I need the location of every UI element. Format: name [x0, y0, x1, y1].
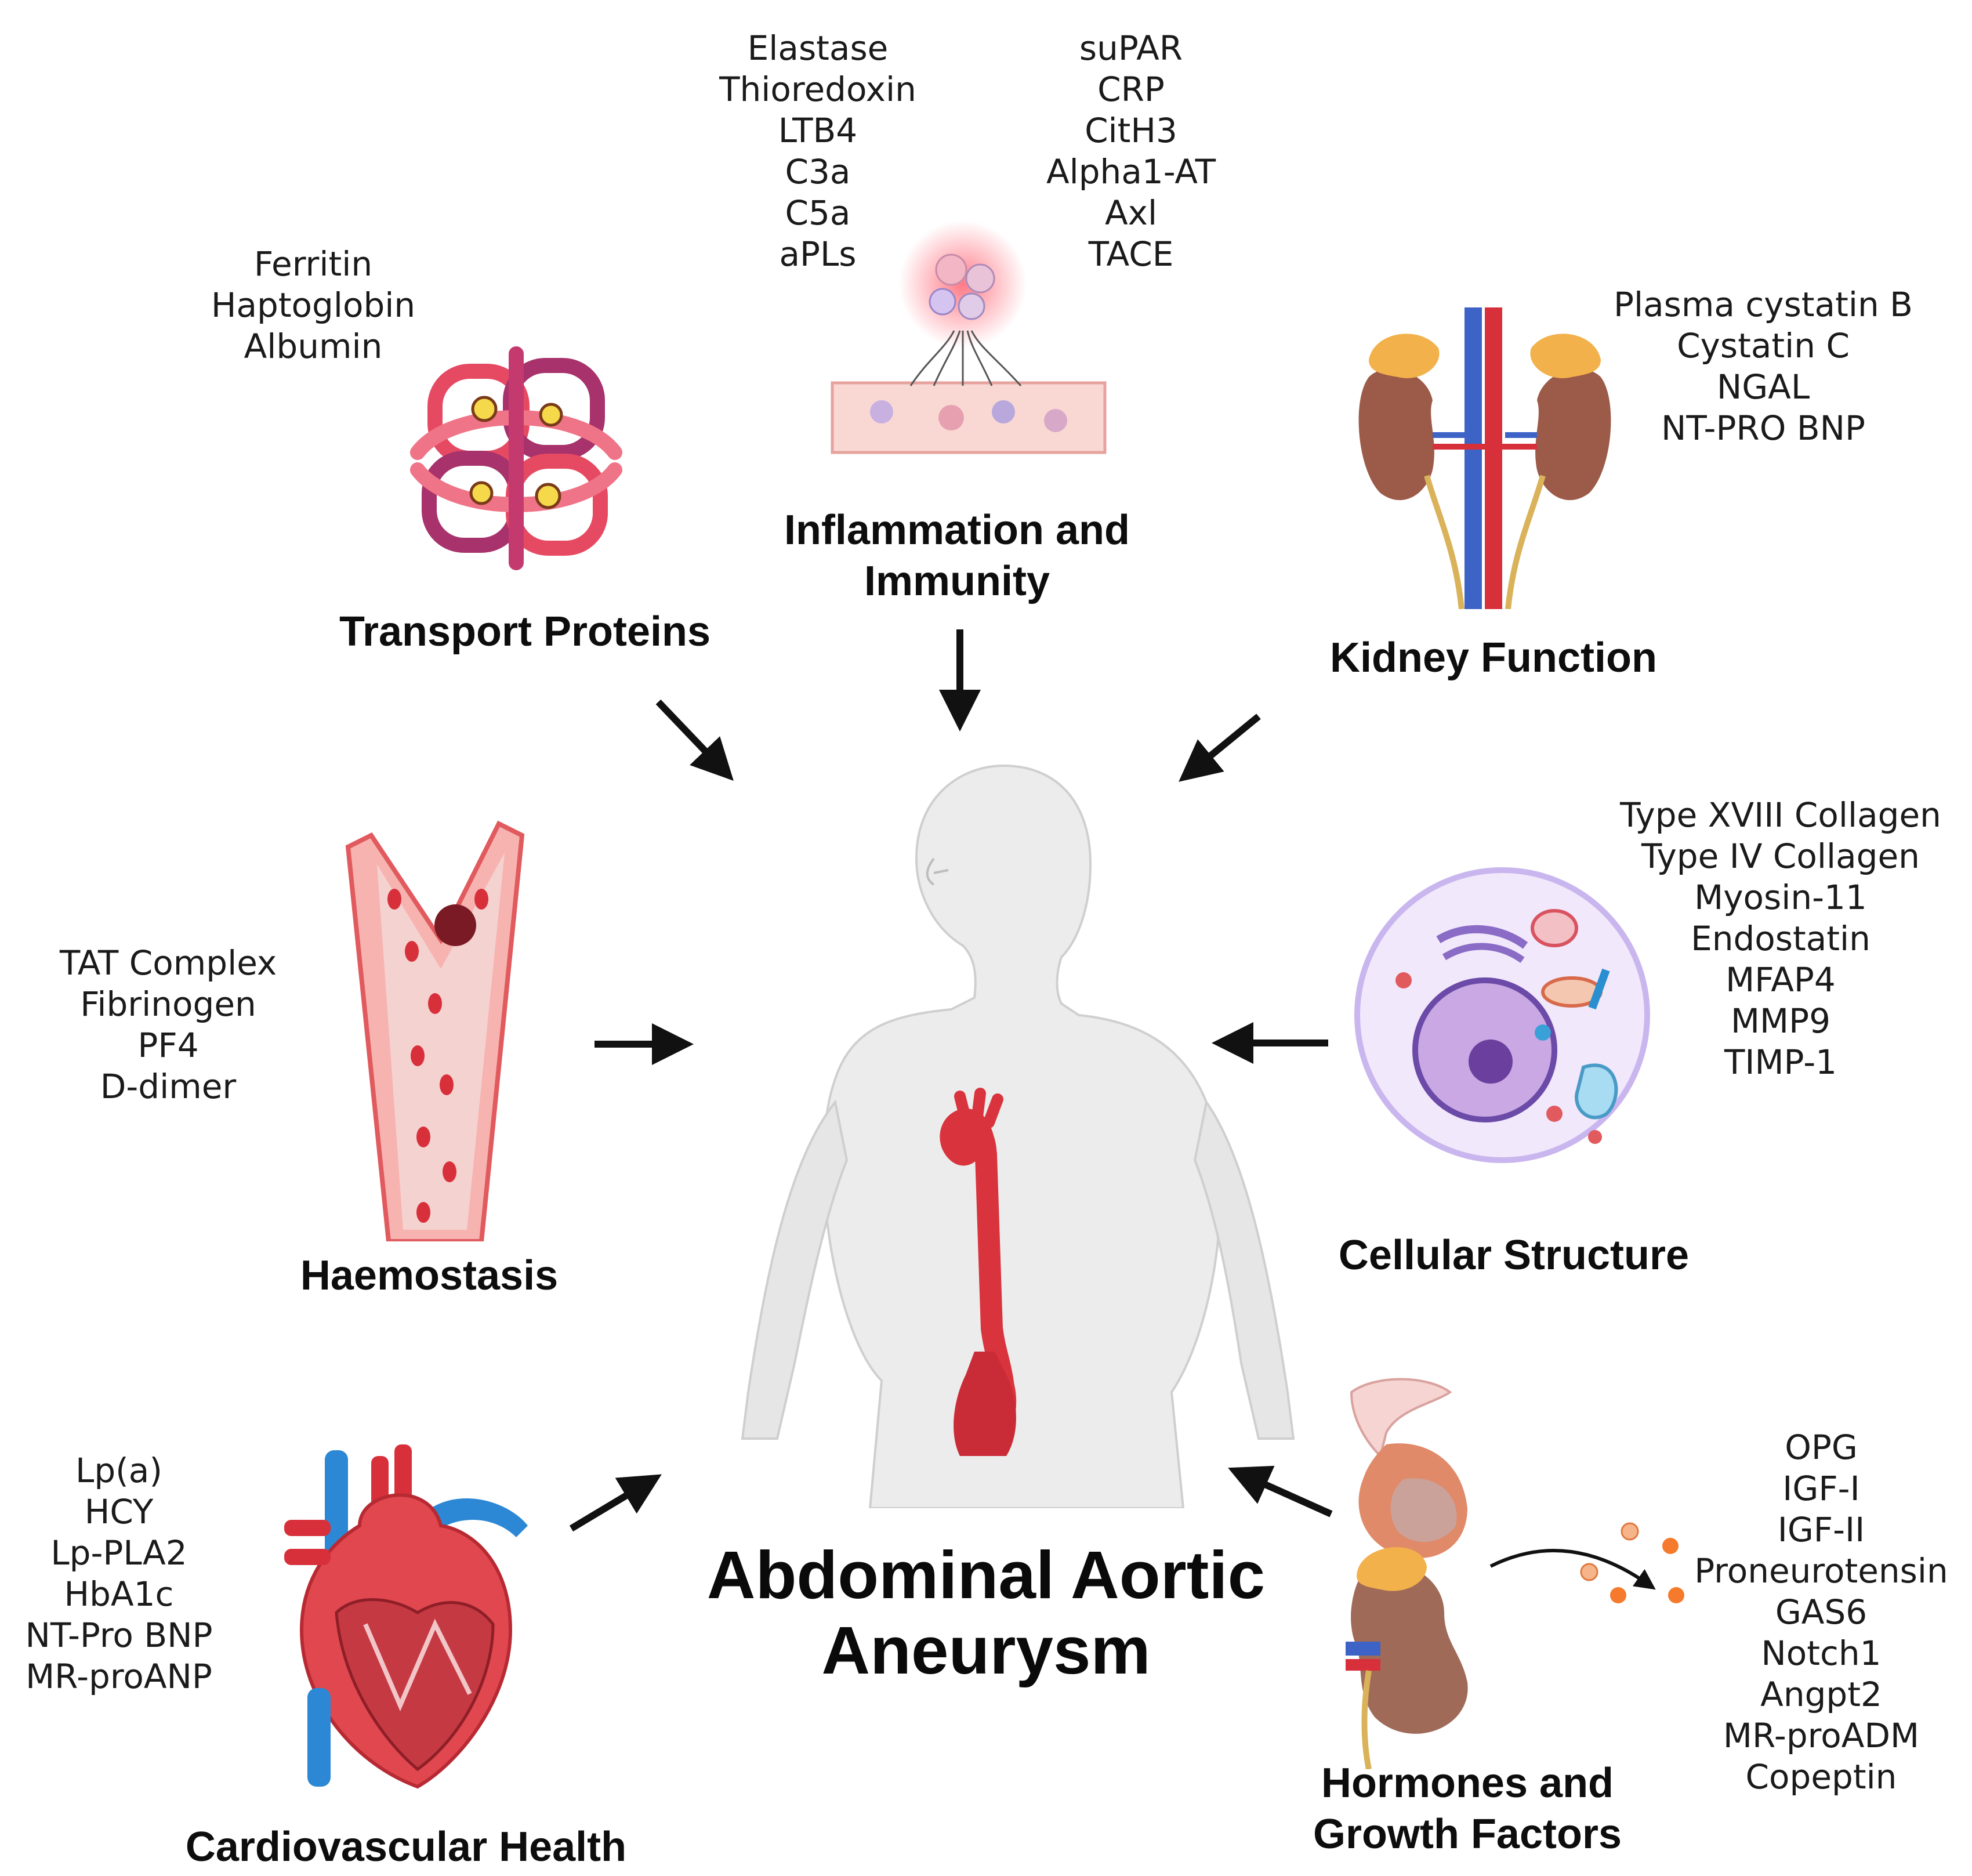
blood-vessel-clot-icon	[345, 820, 525, 1241]
marker-haptoglobin: Haptoglobin	[211, 285, 416, 325]
marker-c5a: C5a	[785, 193, 851, 233]
marker-alpha1-at: Alpha1-AT	[1046, 152, 1216, 191]
marker-ngal: NGAL	[1716, 367, 1810, 407]
kidney-markers: Plasma cystatin B Cystatin C NGAL NT-PRO…	[1589, 284, 1937, 449]
inflammation-markers-right: suPAR CRP CitH3 Alpha1-AT Axl TACE	[1015, 28, 1247, 275]
hormones-markers: OPG IGF-I IGF-II Proneurotensin GAS6 Not…	[1682, 1427, 1960, 1798]
marker-axl: Axl	[1104, 193, 1158, 233]
inflammation-label-line2: Immunity	[864, 558, 1050, 604]
marker-mr-proanp: MR-proANP	[26, 1657, 212, 1696]
arrow-hormones	[1228, 1465, 1333, 1518]
marker-plasma-cystatin-b: Plasma cystatin B	[1614, 285, 1913, 324]
marker-albumin: Albumin	[244, 327, 383, 366]
marker-endostatin: Endostatin	[1691, 919, 1870, 958]
cellular-markers: Type XVIII Collagen Type IV Collagen Myo…	[1601, 795, 1960, 1083]
marker-tace: TACE	[1088, 234, 1174, 274]
marker-timp-1: TIMP-1	[1724, 1042, 1837, 1082]
inflammation-label-line1: Inflammation and	[784, 507, 1130, 553]
aorta-icon	[940, 1088, 1017, 1456]
human-body-icon	[741, 764, 1295, 1508]
marker-mr-proadm: MR-proADM	[1723, 1716, 1920, 1755]
marker-nt-pro-bnp-cardio: NT-Pro BNP	[25, 1616, 213, 1655]
marker-myosin-11: Myosin-11	[1694, 878, 1867, 917]
haemostasis-label: Haemostasis	[300, 1252, 559, 1299]
marker-lp-pla2: Lp-PLA2	[50, 1533, 187, 1573]
marker-cystatin-c: Cystatin C	[1677, 326, 1850, 365]
cardio-markers: Lp(a) HCY Lp-PLA2 HbA1c NT-Pro BNP MR-pr…	[12, 1450, 226, 1697]
marker-type-xviii-collagen: Type XVIII Collagen	[1620, 795, 1941, 835]
marker-cith3: CitH3	[1085, 111, 1177, 150]
main-title-line2: Aneurysm	[821, 1613, 1151, 1688]
marker-igf-ii: IGF-II	[1777, 1510, 1865, 1549]
arrow-cardio	[569, 1474, 662, 1532]
marker-d-dimer: D-dimer	[100, 1067, 237, 1106]
marker-opg: OPG	[1785, 1428, 1858, 1467]
marker-ltb4: LTB4	[778, 111, 858, 150]
protein-complex-icon	[410, 346, 622, 570]
marker-thioredoxin: Thioredoxin	[719, 70, 916, 109]
marker-notch1: Notch1	[1761, 1634, 1882, 1673]
marker-fibrinogen: Fibrinogen	[80, 984, 256, 1024]
marker-c3a: C3a	[785, 152, 851, 191]
arrow-transport	[655, 699, 734, 781]
marker-angpt2: Angpt2	[1760, 1675, 1882, 1714]
cardio-label: Cardiovascular Health	[185, 1824, 627, 1870]
endocrine-glands-icon	[1346, 1378, 1684, 1769]
marker-proneurotensin: Proneurotensin	[1694, 1551, 1948, 1591]
marker-type-iv-collagen: Type IV Collagen	[1641, 836, 1920, 876]
cellular-label: Cellular Structure	[1338, 1232, 1690, 1279]
kidney-label: Kidney Function	[1330, 635, 1657, 681]
marker-elastase: Elastase	[747, 28, 889, 68]
marker-supar: suPAR	[1079, 28, 1183, 68]
main-title-line1: Abdominal Aortic	[706, 1537, 1266, 1613]
marker-lp-a: Lp(a)	[75, 1451, 162, 1490]
heart-icon	[284, 1444, 528, 1789]
marker-hcy: HCY	[84, 1492, 154, 1531]
marker-hba1c: HbA1c	[64, 1574, 174, 1614]
marker-mmp9: MMP9	[1731, 1001, 1830, 1041]
marker-nt-pro-bnp-kidney: NT-PRO BNP	[1661, 408, 1865, 448]
inflammation-markers-left: Elastase Thioredoxin LTB4 C3a C5a aPLs	[702, 28, 934, 275]
marker-tat-complex: TAT Complex	[59, 943, 277, 983]
marker-apls: aPLs	[779, 234, 857, 274]
kidneys-icon	[1358, 307, 1611, 609]
arrow-kidney	[1179, 714, 1261, 782]
marker-igf-i: IGF-I	[1782, 1469, 1860, 1508]
inflamed-vessel-icon	[831, 220, 1107, 454]
hormones-label-line2: Growth Factors	[1313, 1811, 1622, 1857]
marker-crp: CRP	[1097, 70, 1165, 109]
cell-icon	[1354, 867, 1650, 1163]
hormones-label-line1: Hormones and	[1321, 1760, 1614, 1806]
marker-mfap4: MFAP4	[1725, 960, 1836, 999]
marker-copeptin: Copeptin	[1745, 1757, 1897, 1797]
transport-label: Transport Proteins	[339, 609, 711, 655]
marker-ferritin: Ferritin	[253, 244, 373, 284]
transport-markers: Ferritin Haptoglobin Albumin	[197, 244, 429, 367]
marker-gas6: GAS6	[1775, 1592, 1868, 1632]
haemostasis-markers: TAT Complex Fibrinogen PF4 D-dimer	[35, 943, 302, 1107]
marker-pf4: PF4	[137, 1026, 199, 1065]
